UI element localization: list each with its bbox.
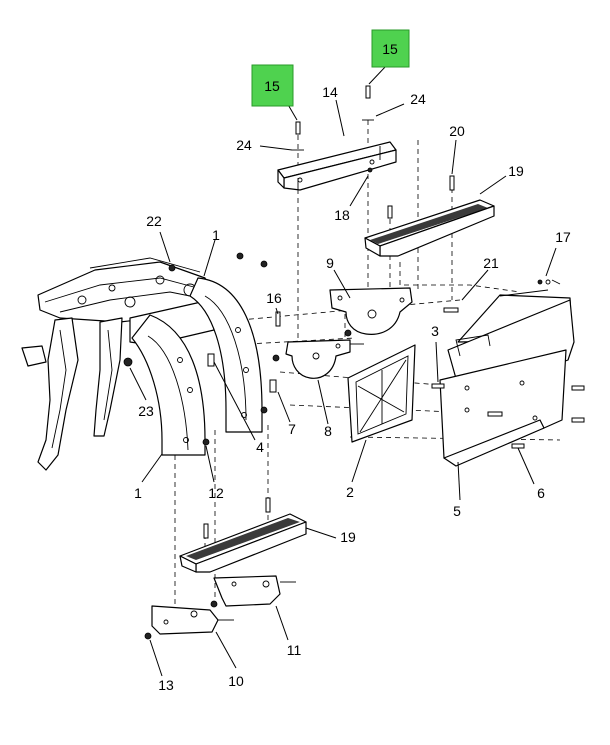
callout-17: 17 (555, 229, 571, 245)
upper-step-19 (364, 199, 495, 257)
side-panel-5 (439, 279, 575, 467)
callout-15-left: 15 (264, 78, 280, 94)
callout-18: 18 (334, 207, 350, 223)
callout-13: 13 (158, 677, 174, 693)
callout-23: 23 (138, 403, 154, 419)
callout-8: 8 (324, 423, 332, 439)
upper-channel-14 (277, 141, 397, 191)
callout-19-lower: 19 (340, 529, 356, 545)
callout-11: 11 (287, 642, 302, 658)
callout-20: 20 (449, 123, 465, 139)
support-bracket-1 (131, 277, 263, 456)
callout-22: 22 (146, 213, 162, 229)
leader-lines (129, 65, 557, 677)
lower-step-19 (179, 513, 307, 573)
braced-plate-2 (347, 344, 416, 443)
fasteners (123, 85, 585, 640)
callout-10: 10 (228, 673, 244, 689)
callout-1-upper: 1 (212, 227, 220, 243)
callout-19-upper: 19 (508, 163, 524, 179)
callout-24-left: 24 (236, 137, 252, 153)
callout-7: 7 (288, 421, 296, 437)
mount-bracket-9 (329, 287, 413, 337)
callout-24-right: 24 (410, 91, 426, 107)
callout-2: 2 (346, 484, 354, 500)
callout-12: 12 (208, 485, 224, 501)
callout-14: 14 (322, 84, 338, 100)
highlight-callouts: 15 15 (251, 29, 410, 107)
callout-16: 16 (266, 290, 282, 306)
lower-bracket-11 (210, 575, 296, 608)
lower-bracket-10 (151, 605, 234, 635)
callout-5: 5 (453, 503, 461, 519)
mount-bracket-8 (272, 339, 364, 379)
callout-15-right: 15 (382, 41, 398, 57)
callout-numbers: 14 24 24 18 20 19 17 21 9 22 1 16 3 23 4… (134, 84, 571, 693)
callout-21: 21 (483, 255, 499, 271)
callout-3: 3 (431, 323, 439, 339)
callout-4: 4 (256, 439, 264, 455)
callout-1-lower: 1 (134, 485, 142, 501)
highlight-box-15-left (251, 64, 294, 107)
callout-6: 6 (537, 485, 545, 501)
callout-9: 9 (326, 255, 334, 271)
highlight-box-15-right (371, 29, 410, 68)
